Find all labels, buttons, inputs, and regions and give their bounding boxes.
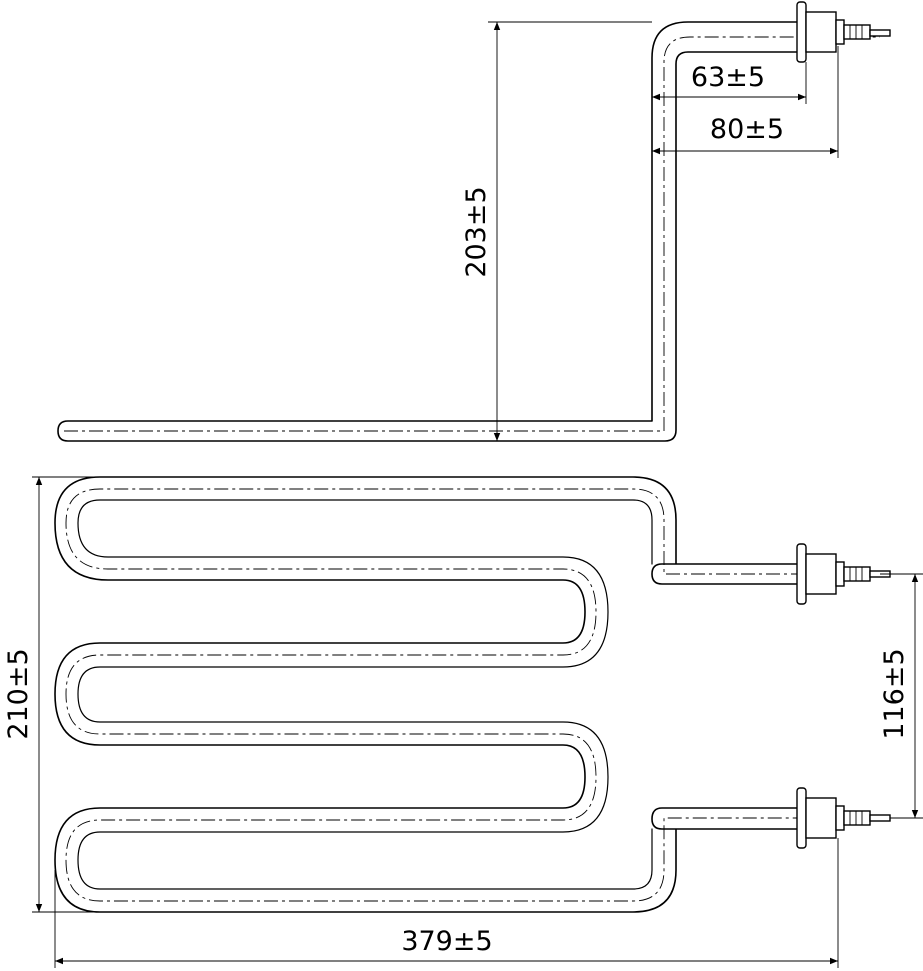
bottom-terminal-nut	[805, 797, 837, 839]
dimension-total-length-label: 379±5	[401, 926, 492, 957]
dimension-outer-offset: 80±5	[652, 46, 839, 158]
bottom-terminal-pin	[869, 814, 891, 822]
dimension-terminal-spacing-label: 116±5	[879, 648, 910, 739]
serpentine-tube-outer	[54, 476, 799, 913]
middle-terminal-washer	[835, 561, 845, 587]
top-terminal-washer	[835, 19, 845, 45]
dimension-total-height-label: 210±5	[3, 648, 34, 739]
dimension-top-height-label: 203±5	[461, 186, 492, 277]
top-terminal-pin	[869, 29, 891, 37]
middle-terminal-flange	[796, 543, 807, 605]
bottom-terminal	[796, 787, 891, 849]
plan-view: 210±5 116±5 379±5	[3, 476, 923, 968]
middle-terminal-thread	[843, 566, 871, 582]
top-terminal-flange	[796, 1, 807, 63]
middle-terminal-nut	[805, 553, 837, 595]
side-view-centerline	[64, 36, 880, 432]
dimension-inner-offset-label: 63±5	[691, 62, 765, 93]
dimension-outer-offset-label: 80±5	[710, 114, 784, 145]
bottom-terminal-washer	[835, 805, 845, 831]
bottom-terminal-thread	[843, 810, 871, 826]
side-view-tube-outer	[57, 21, 799, 442]
bottom-terminal-flange	[796, 787, 807, 849]
top-terminal	[796, 1, 891, 63]
middle-terminal	[796, 543, 891, 605]
dimension-inner-offset: 63±5	[652, 62, 807, 104]
serpentine-tube-inner	[77, 499, 653, 890]
dimension-top-height: 203±5	[461, 21, 652, 441]
dimension-terminal-spacing: 116±5	[879, 573, 923, 819]
dimension-total-length: 379±5	[54, 838, 839, 968]
top-terminal-nut	[805, 11, 837, 53]
dimension-total-height: 210±5	[3, 476, 100, 913]
serpentine-centerline	[65, 488, 890, 902]
top-terminal-thread	[843, 24, 871, 40]
side-view: 203±5 63±5 80±5	[57, 1, 891, 442]
